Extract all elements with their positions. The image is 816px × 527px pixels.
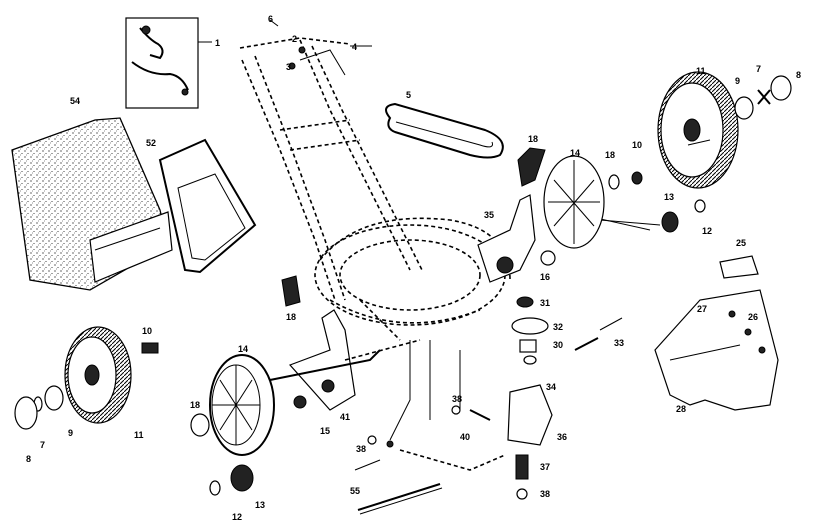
callout-30: 30 (553, 340, 563, 350)
callout-10-right: 10 (632, 140, 642, 150)
callout-7-right: 7 (756, 64, 761, 74)
cable-kit-inset (125, 17, 212, 109)
callout-27: 27 (697, 304, 707, 314)
callout-18-top: 18 (528, 134, 538, 144)
callout-31: 31 (540, 298, 550, 308)
callout-14-right: 14 (570, 148, 580, 158)
callout-34: 34 (546, 382, 556, 392)
assembly-leader-lines (354, 209, 661, 471)
callout-9-left: 9 (68, 428, 73, 438)
grass-bag (11, 117, 173, 291)
callout-12-right: 12 (702, 226, 712, 236)
rear-wheel-right (657, 71, 792, 189)
discharge-chute (654, 255, 779, 411)
callout-2: 2 (292, 34, 297, 44)
callout-52: 52 (146, 138, 156, 148)
callout-28: 28 (676, 404, 686, 414)
transmission-assembly (367, 147, 623, 500)
callout-8-left: 8 (26, 454, 31, 464)
callout-55: 55 (350, 486, 360, 496)
callout-13-right: 13 (664, 192, 674, 202)
drive-belt (385, 102, 504, 159)
height-adjuster-left (269, 275, 421, 411)
callout-25: 25 (736, 238, 746, 248)
callout-15: 15 (320, 426, 330, 436)
callout-26: 26 (748, 312, 758, 322)
bag-frame (158, 138, 257, 274)
rear-wheel-left (14, 326, 159, 430)
callout-4: 4 (352, 42, 357, 52)
mower-deck-dashed (314, 217, 511, 341)
callout-labels: 1 2 3 4 5 6 7 7 8 8 9 9 10 10 11 11 12 1… (26, 14, 801, 522)
callout-32: 32 (553, 322, 563, 332)
callout-6: 6 (268, 14, 273, 24)
callout-14-left: 14 (238, 344, 248, 354)
callout-7-left: 7 (40, 440, 45, 450)
callout-33: 33 (614, 338, 624, 348)
handle-assembly-dashed (239, 19, 423, 301)
callout-37: 37 (540, 462, 550, 472)
callout-38-center: 38 (452, 394, 462, 404)
callout-18-left: 18 (190, 400, 200, 410)
rear-hub-right (543, 155, 706, 249)
callout-8-right: 8 (796, 70, 801, 80)
callout-9-right: 9 (735, 76, 740, 86)
callout-12-left: 12 (232, 512, 242, 522)
callout-41: 41 (340, 412, 350, 422)
callout-54: 54 (70, 96, 80, 106)
callout-11-right: 11 (696, 66, 706, 76)
callout-1: 1 (215, 38, 220, 48)
callout-13-left: 13 (255, 500, 265, 510)
callout-16: 16 (540, 272, 550, 282)
callout-5: 5 (406, 90, 411, 100)
callout-38-left: 38 (356, 444, 366, 454)
callout-38-bottom: 38 (540, 489, 550, 499)
callout-36: 36 (557, 432, 567, 442)
drive-shaft (357, 483, 443, 515)
callout-35: 35 (484, 210, 494, 220)
callout-10-left: 10 (142, 326, 152, 336)
callout-11-left: 11 (134, 430, 144, 440)
callout-18-center: 18 (286, 312, 296, 322)
callout-40: 40 (460, 432, 470, 442)
callout-3: 3 (286, 62, 291, 72)
callout-18-right: 18 (605, 150, 615, 160)
rear-hub-left (190, 354, 275, 496)
